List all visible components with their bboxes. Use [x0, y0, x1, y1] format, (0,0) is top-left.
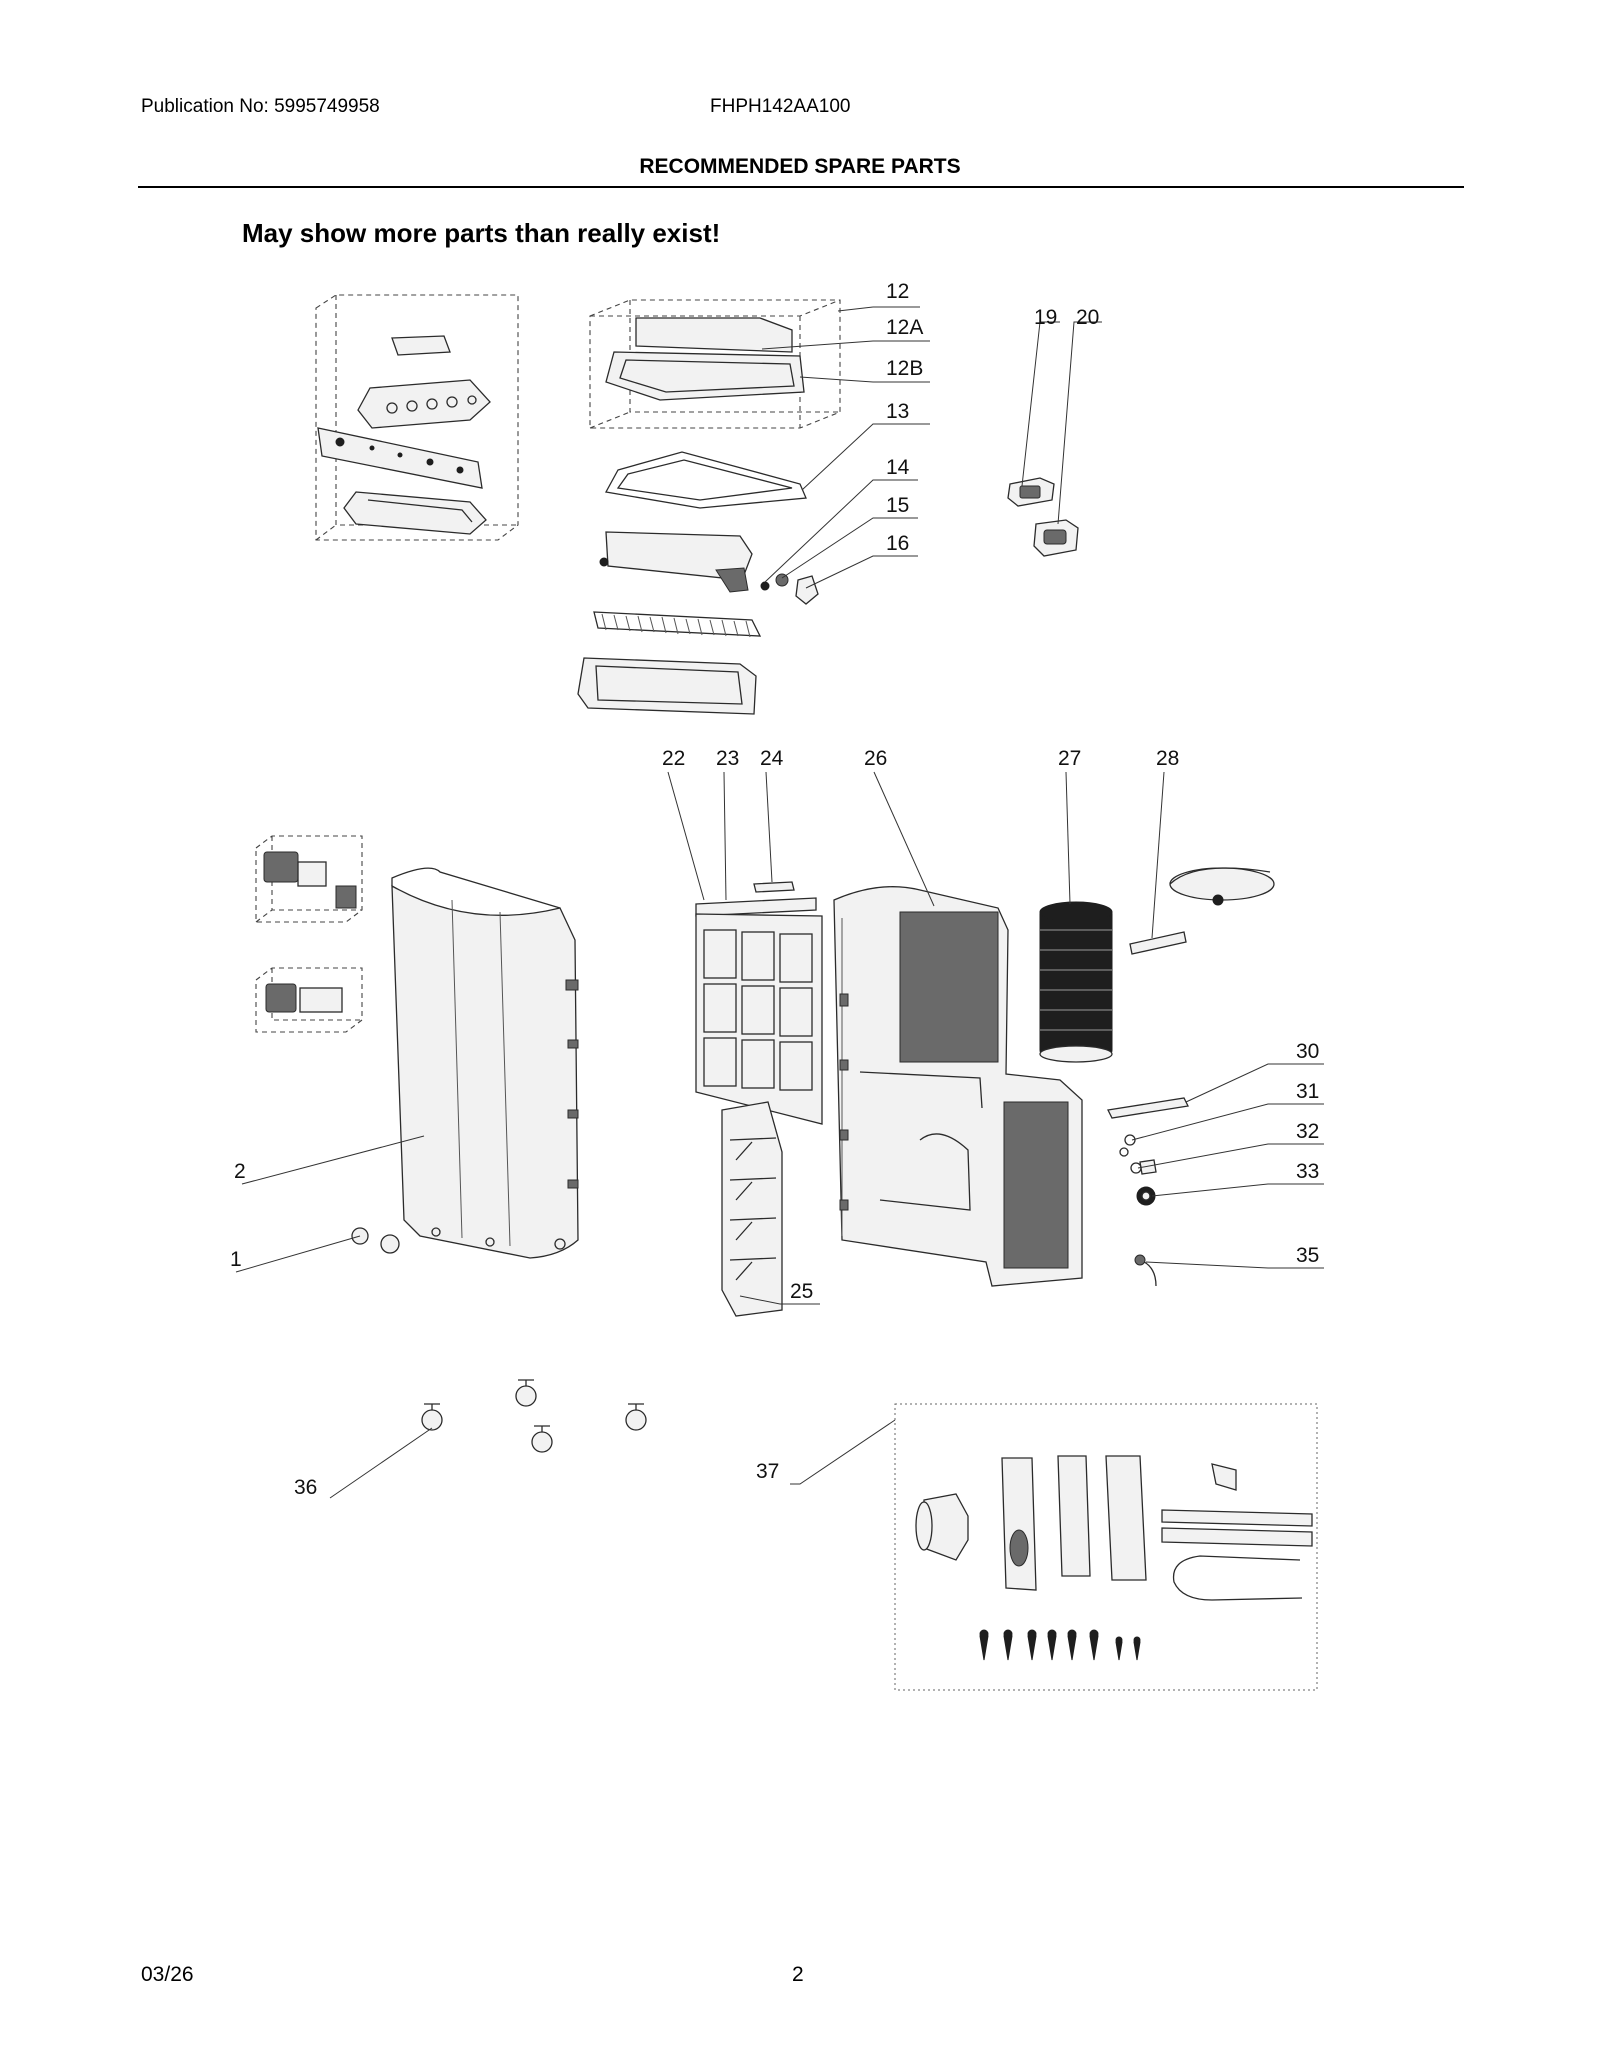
exhaust-hose	[1039, 901, 1113, 1063]
callout-16: 16	[886, 532, 909, 555]
drain-pipe-28	[1129, 867, 1275, 955]
window-kit	[894, 1403, 1318, 1691]
drain-cap-1	[351, 1227, 400, 1254]
callout-22: 22	[662, 747, 685, 770]
callout-20: 20	[1076, 306, 1099, 329]
footer-page-number: 2	[792, 1963, 804, 1986]
callout-28: 28	[1156, 747, 1179, 770]
callout-12b: 12B	[886, 357, 923, 380]
small-parts-14-15-16	[760, 573, 819, 605]
switch-parts-19-20	[1007, 477, 1079, 557]
hardware-30-35	[1107, 1097, 1189, 1287]
top-cover-assembly	[577, 299, 841, 715]
callout-23: 23	[716, 747, 739, 770]
casters	[421, 1379, 647, 1453]
callout-37: 37	[756, 1460, 779, 1483]
header-rule	[138, 186, 1464, 188]
callout-15: 15	[886, 494, 909, 517]
front-cabinet	[833, 886, 1083, 1287]
model-number: FHPH142AA100	[710, 96, 851, 117]
callout-30: 30	[1296, 1040, 1319, 1063]
callout-35: 35	[1296, 1244, 1319, 1267]
callout-2: 2	[234, 1160, 246, 1183]
publication-number: Publication No: 5995749958	[141, 96, 380, 117]
callout-13: 13	[886, 400, 909, 423]
callout-12a: 12A	[886, 316, 923, 339]
callout-27: 27	[1058, 747, 1081, 770]
callout-33: 33	[1296, 1160, 1319, 1183]
callout-14: 14	[886, 456, 910, 479]
callout-31: 31	[1296, 1080, 1319, 1103]
parts-warning: May show more parts than really exist!	[242, 218, 721, 248]
callout-32: 32	[1296, 1120, 1319, 1143]
pcb-subassemblies	[255, 835, 363, 1033]
callout-25: 25	[790, 1280, 813, 1303]
section-title: RECOMMENDED SPARE PARTS	[639, 155, 961, 178]
footer-date: 03/26	[141, 1963, 194, 1986]
callout-26: 26	[864, 747, 887, 770]
callout-12: 12	[886, 280, 909, 303]
front-filter-frame	[695, 881, 823, 1125]
callout-labels: 12 12A 12B 13 14 15 16 19 20 22 23 24 26…	[230, 280, 1319, 1499]
callout-19: 19	[1034, 306, 1057, 329]
callout-24: 24	[760, 747, 784, 770]
leader-lines	[235, 306, 1324, 1499]
callout-1: 1	[230, 1248, 242, 1271]
filter-cage-25	[721, 1101, 783, 1317]
side-cabinet	[391, 867, 579, 1259]
control-panel-assembly	[315, 294, 519, 541]
callout-36: 36	[294, 1476, 317, 1499]
